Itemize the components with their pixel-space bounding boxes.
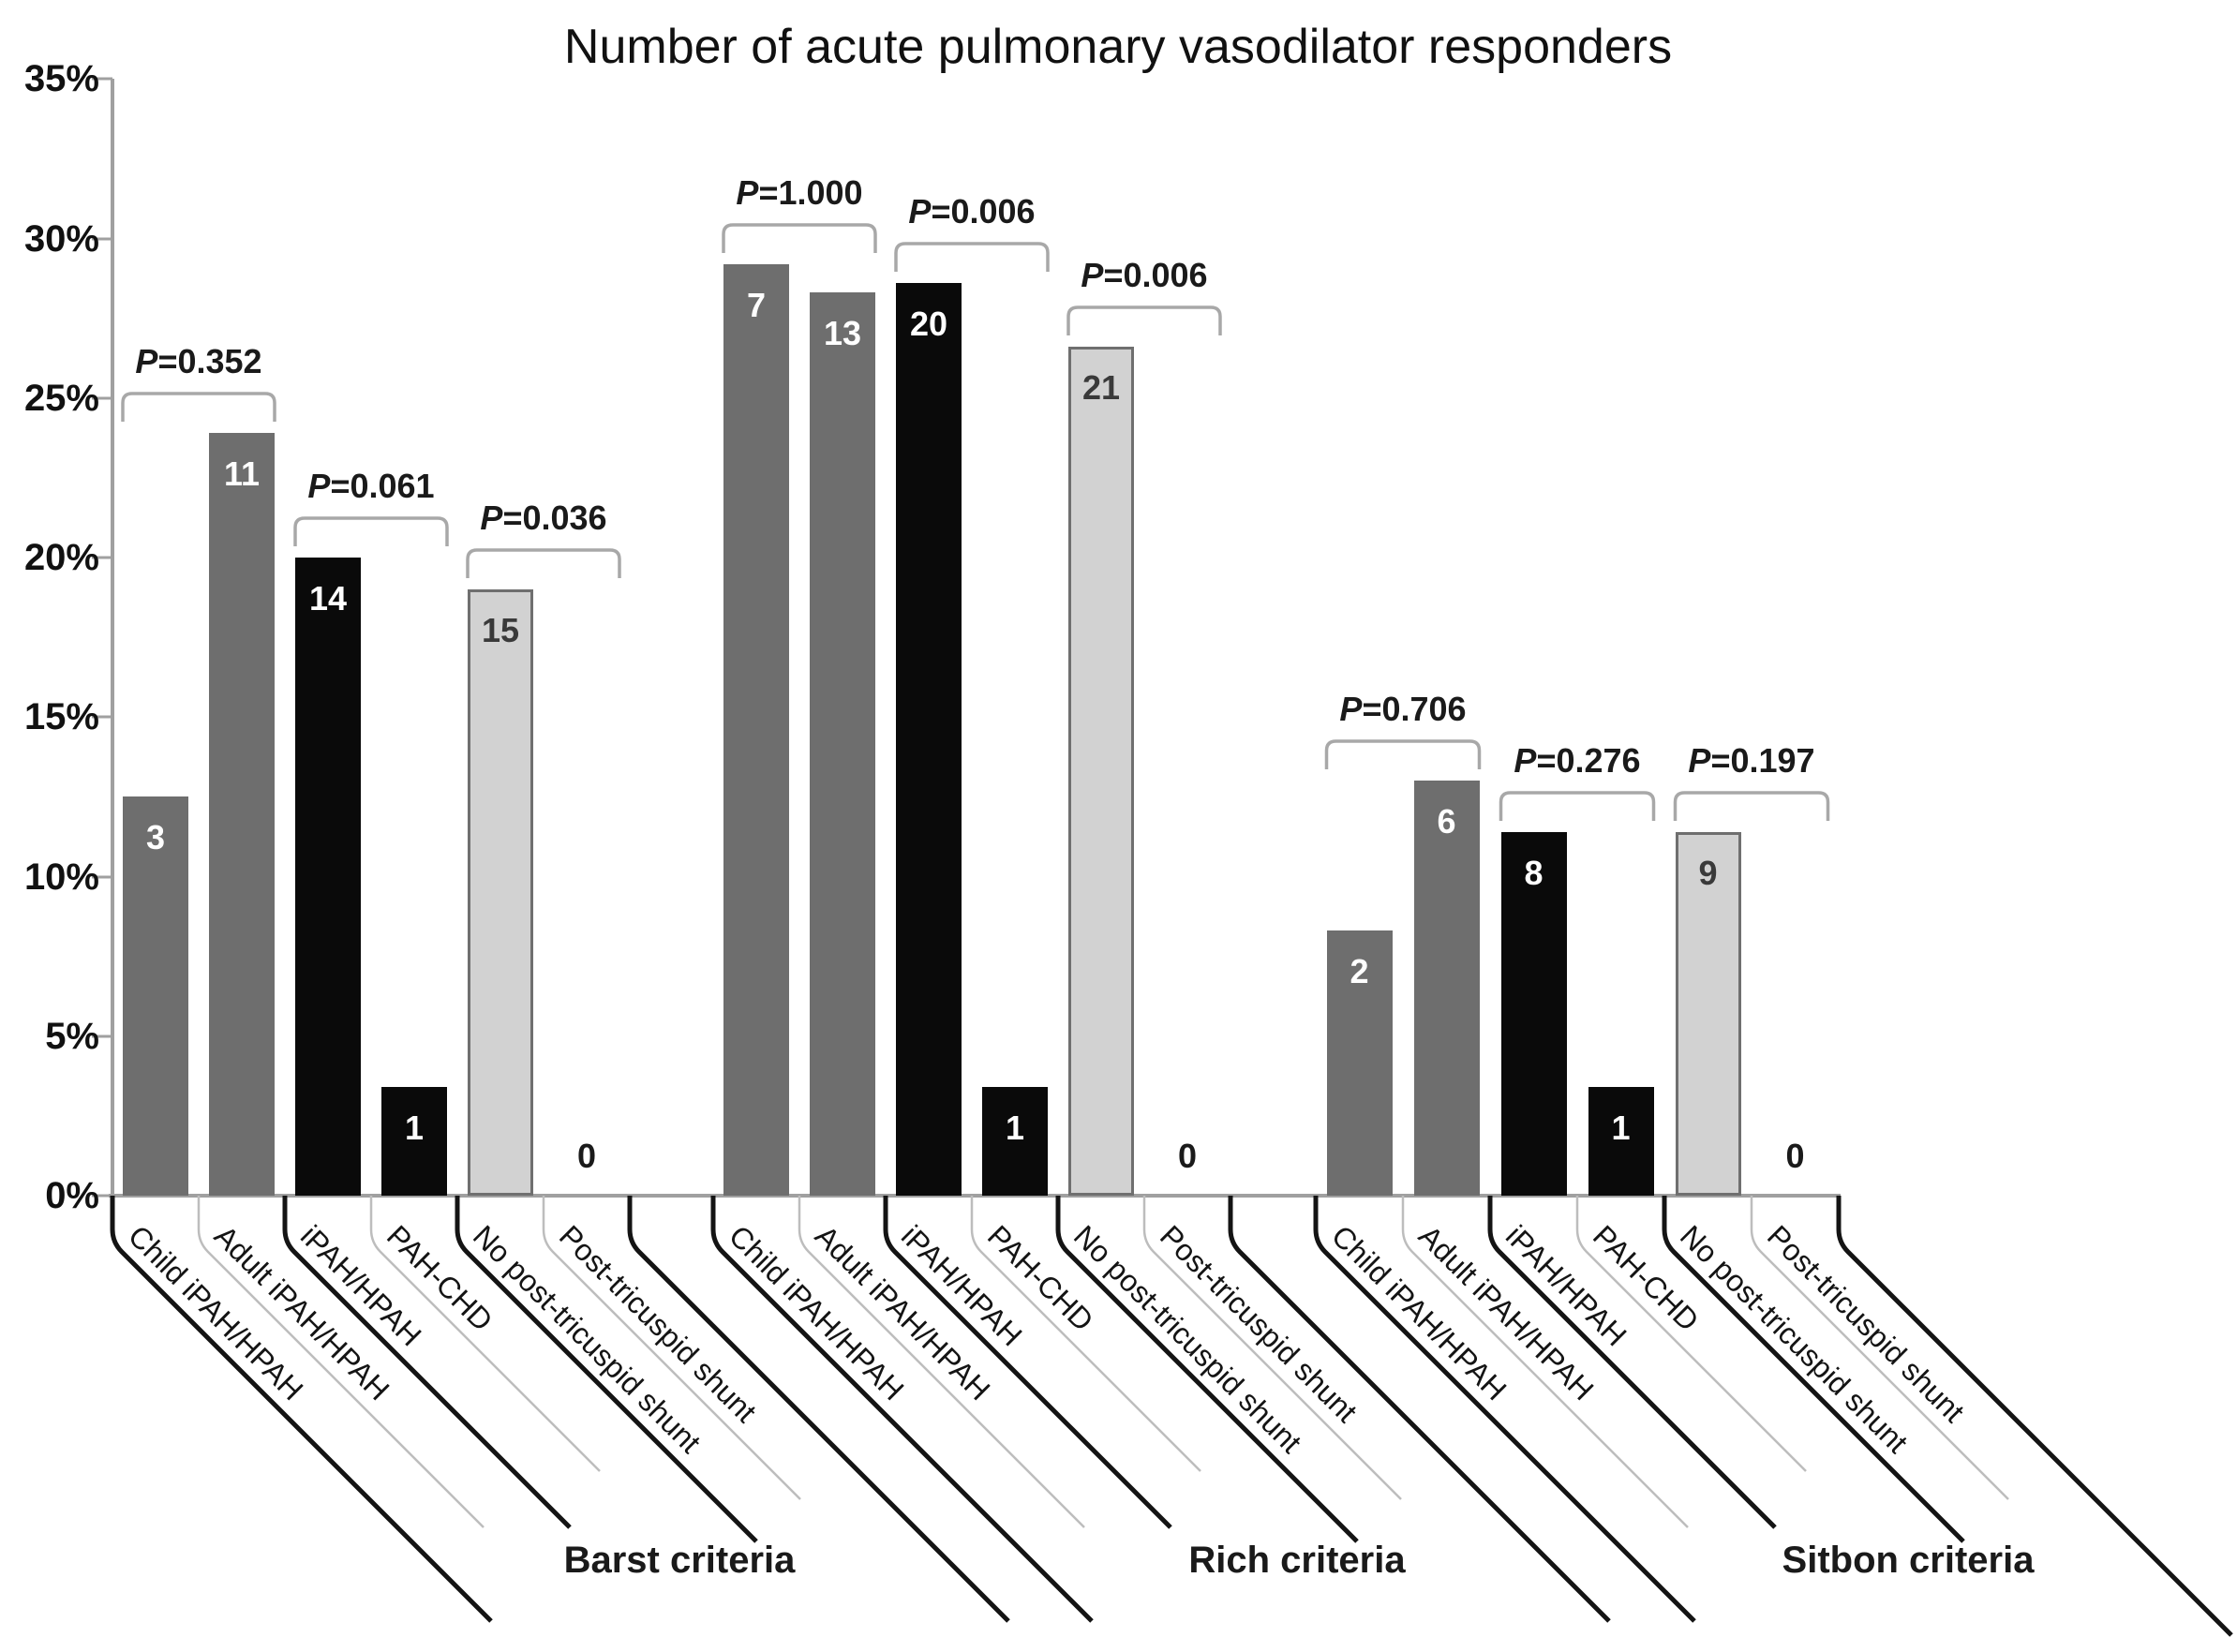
p-italic: P (1081, 256, 1104, 294)
p-value-label: P=0.706 (1339, 690, 1467, 728)
bar-count-label: 14 (308, 579, 348, 618)
category-leader-line (1662, 1196, 1965, 1543)
bar-count-label: 1 (1005, 1109, 1025, 1147)
category-leader-line (710, 1196, 1094, 1623)
p-value-label: P=0.061 (307, 467, 435, 505)
bar (1675, 832, 1741, 1196)
p-italic: P (736, 173, 759, 212)
bar-count-label: 0 (576, 1137, 597, 1175)
bar-count-label: 7 (746, 286, 767, 324)
p-value-bracket (722, 223, 877, 253)
bar (1413, 781, 1480, 1196)
bar-count-label: 0 (1177, 1137, 1198, 1175)
p-italic: P (1514, 741, 1537, 780)
bar (1500, 832, 1567, 1196)
bar-count-label: 15 (481, 611, 520, 649)
y-axis-tick-label: 15% (23, 696, 99, 737)
bar-count-label: 11 (223, 454, 261, 493)
category-leader-line (110, 1196, 493, 1623)
y-axis-tick-label: 10% (23, 856, 99, 898)
category-leader-line (798, 1196, 1085, 1528)
bar-count-label: 1 (404, 1109, 425, 1147)
p-italic: P (135, 342, 158, 380)
p-value-label: P=0.036 (480, 499, 607, 537)
bar-count-label: 6 (1437, 802, 1456, 841)
category-leader-line (1836, 1196, 2233, 1637)
category-leader-line (455, 1196, 758, 1543)
bar (1588, 1087, 1654, 1196)
bar-count-label: 8 (1524, 854, 1544, 892)
bar (896, 283, 962, 1196)
category-leader-line (197, 1196, 485, 1528)
bar-count-label: 1 (1611, 1109, 1631, 1147)
bar (810, 292, 875, 1196)
y-axis-tick-label: 35% (23, 58, 99, 99)
category-leader-line (970, 1196, 1201, 1472)
category-leader-line (883, 1196, 1172, 1529)
p-italic: P (480, 499, 503, 537)
p-value-label: P=0.352 (135, 342, 262, 380)
bar-count-label: 3 (145, 818, 166, 856)
category-leader-line (1575, 1196, 1807, 1472)
bar (209, 433, 275, 1196)
category-leader-line (1055, 1196, 1359, 1543)
bar (381, 1087, 447, 1196)
category-leader-line (542, 1196, 801, 1500)
chart-title: Number of acute pulmonary vasodilator re… (563, 20, 1673, 74)
category-leader-line (1487, 1196, 1777, 1529)
p-value-bracket (121, 392, 276, 422)
bar-count-label: 9 (1698, 854, 1718, 892)
p-value-bracket (1499, 791, 1656, 821)
y-axis-tick-label: 5% (45, 1016, 99, 1057)
y-axis-tick-label: 20% (23, 537, 99, 578)
category-leader-line (1750, 1196, 2009, 1500)
y-axis-tick-label: 25% (23, 378, 99, 419)
bar (982, 1087, 1048, 1196)
group-label: Barst criteria (563, 1540, 796, 1581)
y-axis-tick-label: 30% (23, 218, 99, 260)
category-leader-line (1142, 1196, 1402, 1500)
bar-count-label: 21 (1081, 368, 1121, 407)
p-value-label: P=0.006 (1081, 256, 1208, 294)
p-value-bracket (894, 242, 1050, 272)
category-leader-line (1401, 1196, 1689, 1528)
bar (723, 264, 789, 1196)
p-value-bracket (1324, 739, 1482, 769)
p-value-bracket (293, 516, 449, 546)
p-value-label: P=1.000 (736, 173, 863, 212)
p-value-label: P=0.276 (1514, 741, 1641, 780)
p-italic: P (1339, 690, 1363, 728)
bar (1326, 930, 1393, 1196)
bar (1068, 347, 1134, 1196)
p-value-label: P=0.197 (1688, 741, 1815, 780)
group-label: Sitbon criteria (1782, 1540, 2035, 1581)
p-value-label: P=0.006 (908, 192, 1036, 231)
bar (123, 796, 188, 1196)
bar-count-label: 20 (909, 305, 948, 343)
category-leader-line (627, 1196, 1010, 1623)
bar-count-label: 13 (823, 314, 862, 352)
p-italic: P (307, 467, 331, 505)
bar (295, 558, 361, 1196)
p-italic: P (908, 192, 932, 231)
category-leader-line (1228, 1196, 1611, 1623)
y-axis-tick-label: 0% (45, 1175, 99, 1216)
bar (468, 589, 533, 1196)
p-value-bracket (1066, 305, 1222, 335)
p-value-bracket (466, 548, 621, 578)
bar-count-label: 0 (1785, 1137, 1805, 1175)
p-value-bracket (1673, 791, 1830, 821)
category-leader-line (282, 1196, 572, 1529)
category-leader-line (1313, 1196, 1696, 1623)
p-italic: P (1688, 741, 1711, 780)
group-label: Rich criteria (1188, 1540, 1406, 1581)
category-leader-line (369, 1196, 601, 1472)
bar-count-label: 2 (1350, 952, 1369, 990)
